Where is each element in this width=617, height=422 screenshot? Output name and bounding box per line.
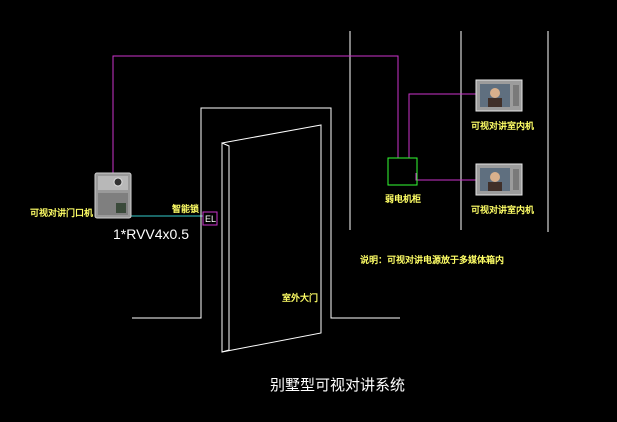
person-face-icon (490, 172, 500, 182)
door-frame (132, 107, 400, 319)
indoor-unit-2-device (475, 163, 523, 196)
keypad-icon (116, 203, 126, 213)
note-label: 说明：可视对讲电源放于多媒体箱内 (360, 254, 504, 266)
wire-cabinet-to-indoor-1 (408, 93, 476, 158)
indoor-unit-1-buttons (513, 85, 519, 106)
wire-cabinet-to-indoor-2 (415, 173, 476, 181)
door-leaf-edge (221, 142, 230, 353)
indoor-unit-2-buttons (513, 169, 519, 190)
weak-cabinet-box (387, 157, 418, 186)
outdoor-door-label: 室外大门 (282, 292, 318, 304)
person-face-icon (490, 88, 500, 98)
person-body-icon (488, 182, 502, 191)
electric-lock-box (202, 211, 218, 226)
weak-cabinet-label: 弱电机柜 (385, 193, 421, 205)
lock-label: 智能锁 (172, 203, 199, 215)
door-station-label: 可视对讲门口机 (30, 207, 93, 219)
camera-lens-icon (113, 177, 123, 187)
door-leaf (221, 124, 322, 353)
wire-door-to-cabinet (112, 55, 399, 173)
indoor-unit-2-label: 可视对讲室内机 (471, 204, 534, 216)
door-opening (132, 107, 400, 319)
door-station-device (94, 172, 132, 219)
person-body-icon (488, 98, 502, 107)
magenta-wires (112, 55, 476, 181)
indoor-unit-1-device (475, 79, 523, 112)
door-station-top (98, 176, 128, 190)
diagram-title: 别墅型可视对讲系统 (270, 377, 405, 394)
building-walls (349, 31, 549, 232)
cable-spec-label: 1*RVV4x0.5 (113, 226, 189, 242)
indoor-unit-1-label: 可视对讲室内机 (471, 120, 534, 132)
lock-box-label: EL (205, 214, 216, 224)
